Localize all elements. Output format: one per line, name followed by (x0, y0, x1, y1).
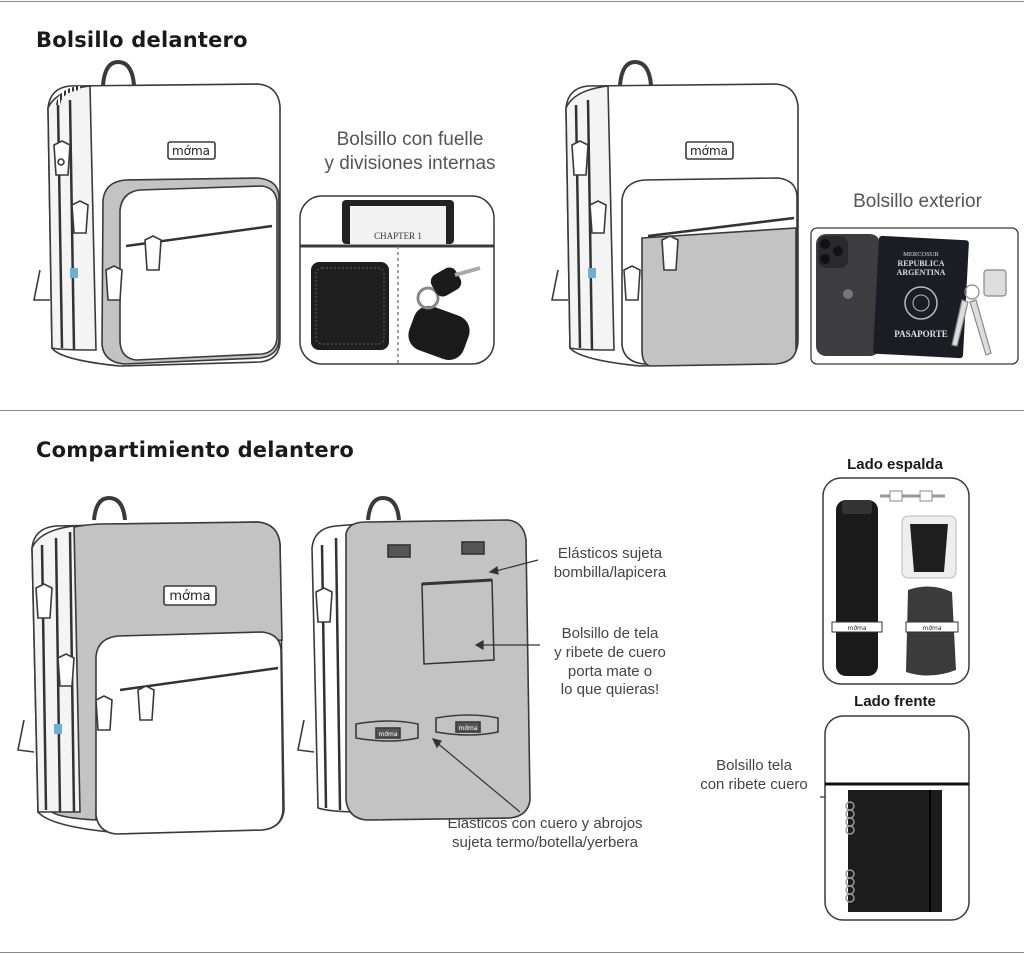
fabric-pocket-label-line2: y ribete de cuero (554, 643, 666, 661)
fabric-pocket-label-line4: lo que quieras! (560, 681, 660, 699)
fabric-pocket-label: Bolsillo de tela y ribete de cuero porta… (530, 625, 690, 700)
gusset-contents-card: CHAPTER 1 (299, 195, 495, 365)
exterior-contents-card: MERCOSUR REPUBLICA ARGENTINA PASAPORTE (810, 227, 1019, 365)
passport-icon: MERCOSUR REPUBLICA ARGENTINA PASAPORTE (873, 235, 969, 359)
passport-argentina-text: ARGENTINA (897, 268, 946, 277)
gusset-pocket-label: Bolsillo con fuelle y divisiones interna… (300, 128, 520, 176)
fabric-pocket-label-line1: Bolsillo de tela (561, 625, 659, 642)
leather-straps-label: Elásticos con cuero y abrojos sujeta ter… (410, 815, 680, 853)
fabric-trim-pocket-label-line1: Bolsillo tela (716, 757, 792, 774)
thermos-strap-logo: mớma (847, 625, 866, 632)
passport-republica-text: REPUBLICA (897, 259, 944, 268)
backpack-exterior-pocket (551, 59, 799, 367)
smartphone-icon (816, 234, 880, 356)
elastic-holder-label-line2: bombilla/lapicera (553, 563, 667, 581)
elastic-loop-right (461, 541, 485, 555)
front-side-card (824, 715, 970, 921)
elastic-holder-label-line1: Elásticos sujeta (557, 545, 663, 562)
thermos-icon: mớma (831, 500, 883, 676)
mate-cup-icon (901, 515, 957, 579)
backpack-front-compartment (17, 495, 285, 835)
gusset-pocket-label-line2: y divisiones internas (324, 152, 496, 174)
exterior-pocket-label: Bolsillo exterior (853, 191, 982, 212)
front-side-title: Lado frente (854, 693, 936, 710)
brand-logo-3: mớma (169, 589, 210, 604)
inner-fabric-pocket (421, 579, 495, 665)
bottom-rule (0, 952, 1024, 953)
passport-pasaporte-text: PASAPORTE (894, 329, 948, 339)
elastic-loop-left (387, 544, 411, 558)
gusset-pocket-label-line1: Bolsillo con fuelle (336, 129, 484, 150)
ereader-screen-text: CHAPTER 1 (374, 231, 422, 241)
back-side-card: mớma mớma (822, 477, 970, 685)
section-divider (0, 410, 1024, 411)
wallet-icon (311, 262, 389, 350)
straw-icon (880, 490, 945, 502)
section-title-front-compartment: Compartimiento delantero (36, 438, 355, 462)
passport-mercosur-text: MERCOSUR (903, 251, 939, 258)
leather-straps-label-line2: sujeta termo/botella/yerbera (452, 833, 638, 851)
brand-logo-2: mớma (690, 144, 728, 158)
fabric-trim-pocket-label: Bolsillo tela con ribete cuero (684, 757, 824, 795)
notebook-icon (845, 790, 942, 912)
fabric-pocket-label-line3: porta mate o (567, 662, 653, 680)
backpack-gusset-pocket (33, 59, 281, 367)
pouch-strap-logo: mớma (922, 625, 941, 632)
strap-logo-left: mớma (378, 731, 397, 738)
keys-icon (951, 269, 1007, 356)
strap-logo-right: mớma (458, 725, 477, 732)
back-side-title: Lado espalda (847, 456, 943, 473)
car-key-icon (408, 266, 481, 361)
top-rule (0, 1, 1024, 2)
backpack-open-compartment (297, 495, 531, 821)
section-title-front-pocket: Bolsillo delantero (36, 28, 248, 52)
elastic-holder-label: Elásticos sujeta bombilla/lapicera (530, 545, 690, 583)
leather-straps-label-line1: Elásticos con cuero y abrojos (447, 815, 643, 832)
yerba-pouch-icon: mớma (905, 586, 959, 676)
brand-logo-1: mớma (172, 144, 210, 158)
fabric-trim-pocket-label-line2: con ribete cuero (700, 775, 808, 793)
